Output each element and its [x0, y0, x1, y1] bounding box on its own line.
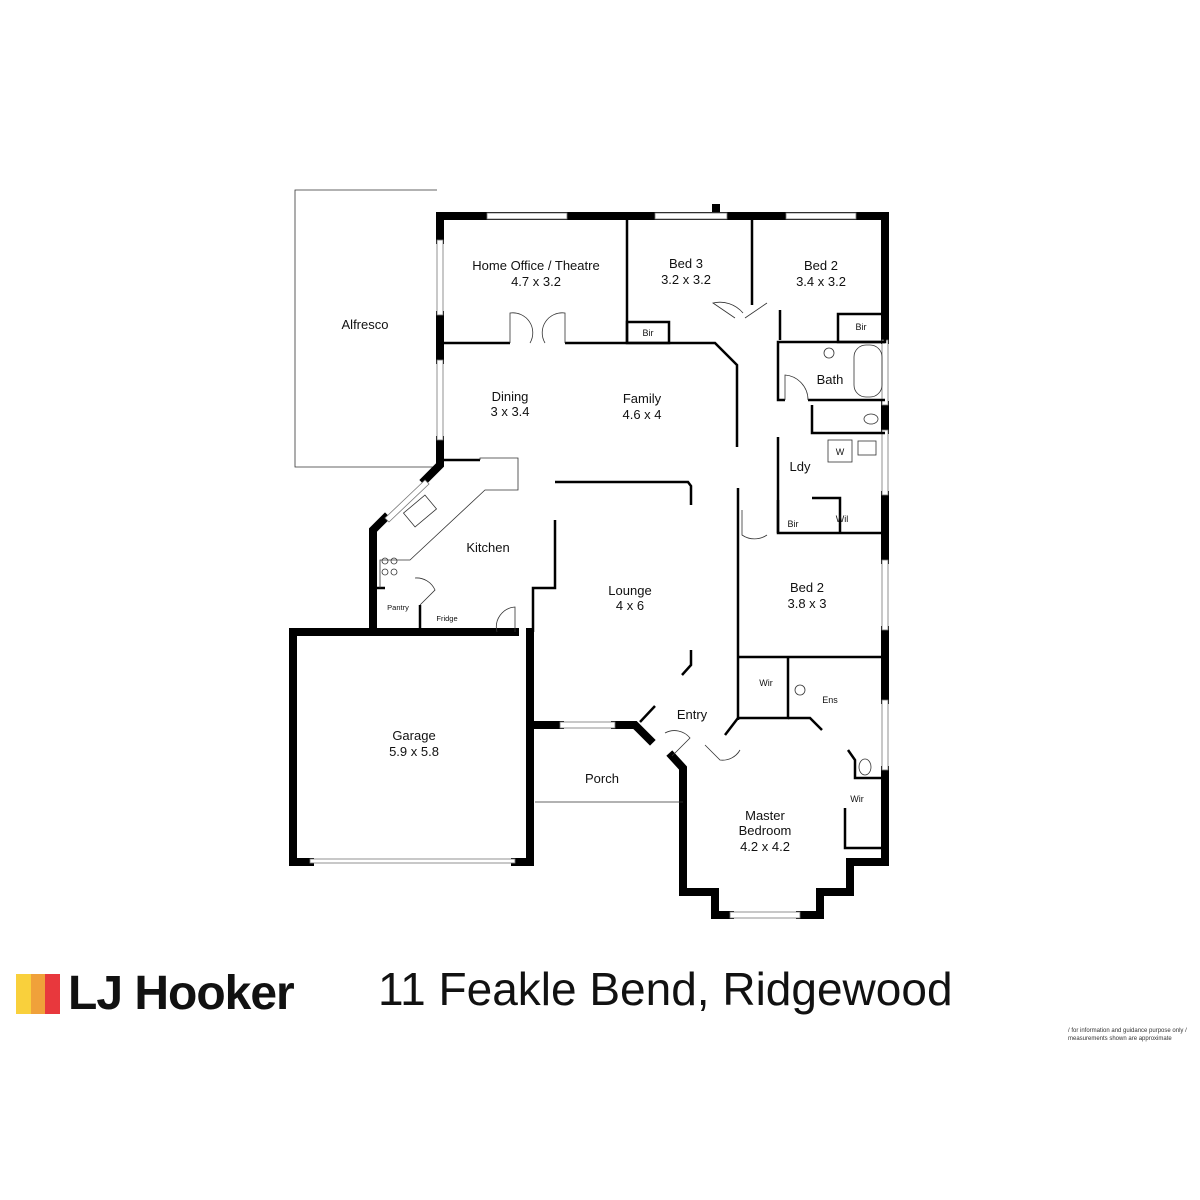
- lj-hooker-logo-mark: [16, 974, 61, 1014]
- label-master: Master: [745, 808, 785, 823]
- kitchen-sink-icon: [402, 494, 438, 528]
- label-lounge: Lounge: [608, 583, 651, 598]
- interior-walls: [373, 216, 887, 850]
- door-icon: [784, 374, 809, 401]
- label-porch: Porch: [585, 771, 619, 786]
- disclaimer-line: / for information and guidance purpose o…: [1068, 1028, 1187, 1034]
- label-alfresco: Alfresco: [342, 317, 389, 332]
- entry-door-icon: [664, 730, 741, 761]
- door-icon: [712, 301, 768, 319]
- logo-bar-orange: [30, 974, 46, 1014]
- toilet-icon: [858, 758, 872, 776]
- label-master-2: Bedroom: [739, 823, 792, 838]
- size-bed3: 3.2 x 3.2: [661, 272, 711, 287]
- toilet-icon: [863, 413, 879, 425]
- basin-icon: [794, 684, 806, 696]
- outer-walls: [289, 204, 889, 919]
- floor-plan: [289, 189, 889, 919]
- door-icon: [496, 606, 516, 633]
- brand-name: LJ Hooker: [68, 967, 295, 1020]
- disclaimer-line: measurements shown are approximate: [1068, 1036, 1172, 1042]
- logo-bar-red: [45, 974, 61, 1014]
- size-lounge: 4 x 6: [616, 598, 644, 613]
- label-office: Home Office / Theatre: [472, 258, 599, 273]
- label-ensuite: Ens: [822, 695, 838, 705]
- label-wir: Wir: [759, 678, 773, 688]
- size-dining: 3 x 3.4: [490, 404, 529, 419]
- size-bed2-mid: 3.8 x 3: [787, 596, 826, 611]
- disclaimer: / for information and guidance purpose o…: [1068, 1027, 1187, 1043]
- label-fridge: Fridge: [436, 614, 457, 623]
- label-bed3: Bed 3: [669, 256, 703, 271]
- size-bed2-top: 3.4 x 3.2: [796, 274, 846, 289]
- bathtub-icon: [853, 344, 883, 398]
- label-family: Family: [623, 391, 662, 406]
- label-garage: Garage: [392, 728, 435, 743]
- label-bir: Bir: [788, 519, 799, 529]
- label-kitchen: Kitchen: [466, 540, 509, 555]
- label-entry: Entry: [677, 707, 708, 722]
- property-address: 11 Feakle Bend, Ridgewood: [378, 963, 953, 1015]
- room-labels: Alfresco Home Office / Theatre 4.7 x 3.2…: [342, 256, 867, 854]
- fixtures: [381, 301, 883, 776]
- label-bed2-mid: Bed 2: [790, 580, 824, 595]
- size-family: 4.6 x 4: [622, 407, 661, 422]
- label-bir: Bir: [643, 328, 654, 338]
- size-office: 4.7 x 3.2: [511, 274, 561, 289]
- label-bath: Bath: [817, 372, 844, 387]
- windows: [309, 212, 889, 919]
- label-wir: Wir: [850, 794, 864, 804]
- washer-icon: [827, 439, 853, 463]
- label-pantry: Pantry: [387, 603, 409, 612]
- cooktop-icon: [381, 557, 398, 576]
- door-icon: [741, 510, 768, 540]
- logo-bar-yellow: [16, 974, 31, 1014]
- sink-icon: [857, 440, 877, 456]
- label-bir: Bir: [856, 322, 867, 332]
- label-bed2-top: Bed 2: [804, 258, 838, 273]
- size-garage: 5.9 x 5.8: [389, 744, 439, 759]
- alfresco-outline: [294, 189, 437, 468]
- door-icon: [414, 577, 436, 606]
- label-wil: Wil: [836, 514, 849, 524]
- label-laundry: Ldy: [790, 459, 811, 474]
- size-master: 4.2 x 4.2: [740, 839, 790, 854]
- label-dining: Dining: [492, 389, 529, 404]
- double-door-icon: [509, 312, 566, 344]
- label-washer: W: [836, 447, 845, 457]
- basin-icon: [823, 347, 835, 359]
